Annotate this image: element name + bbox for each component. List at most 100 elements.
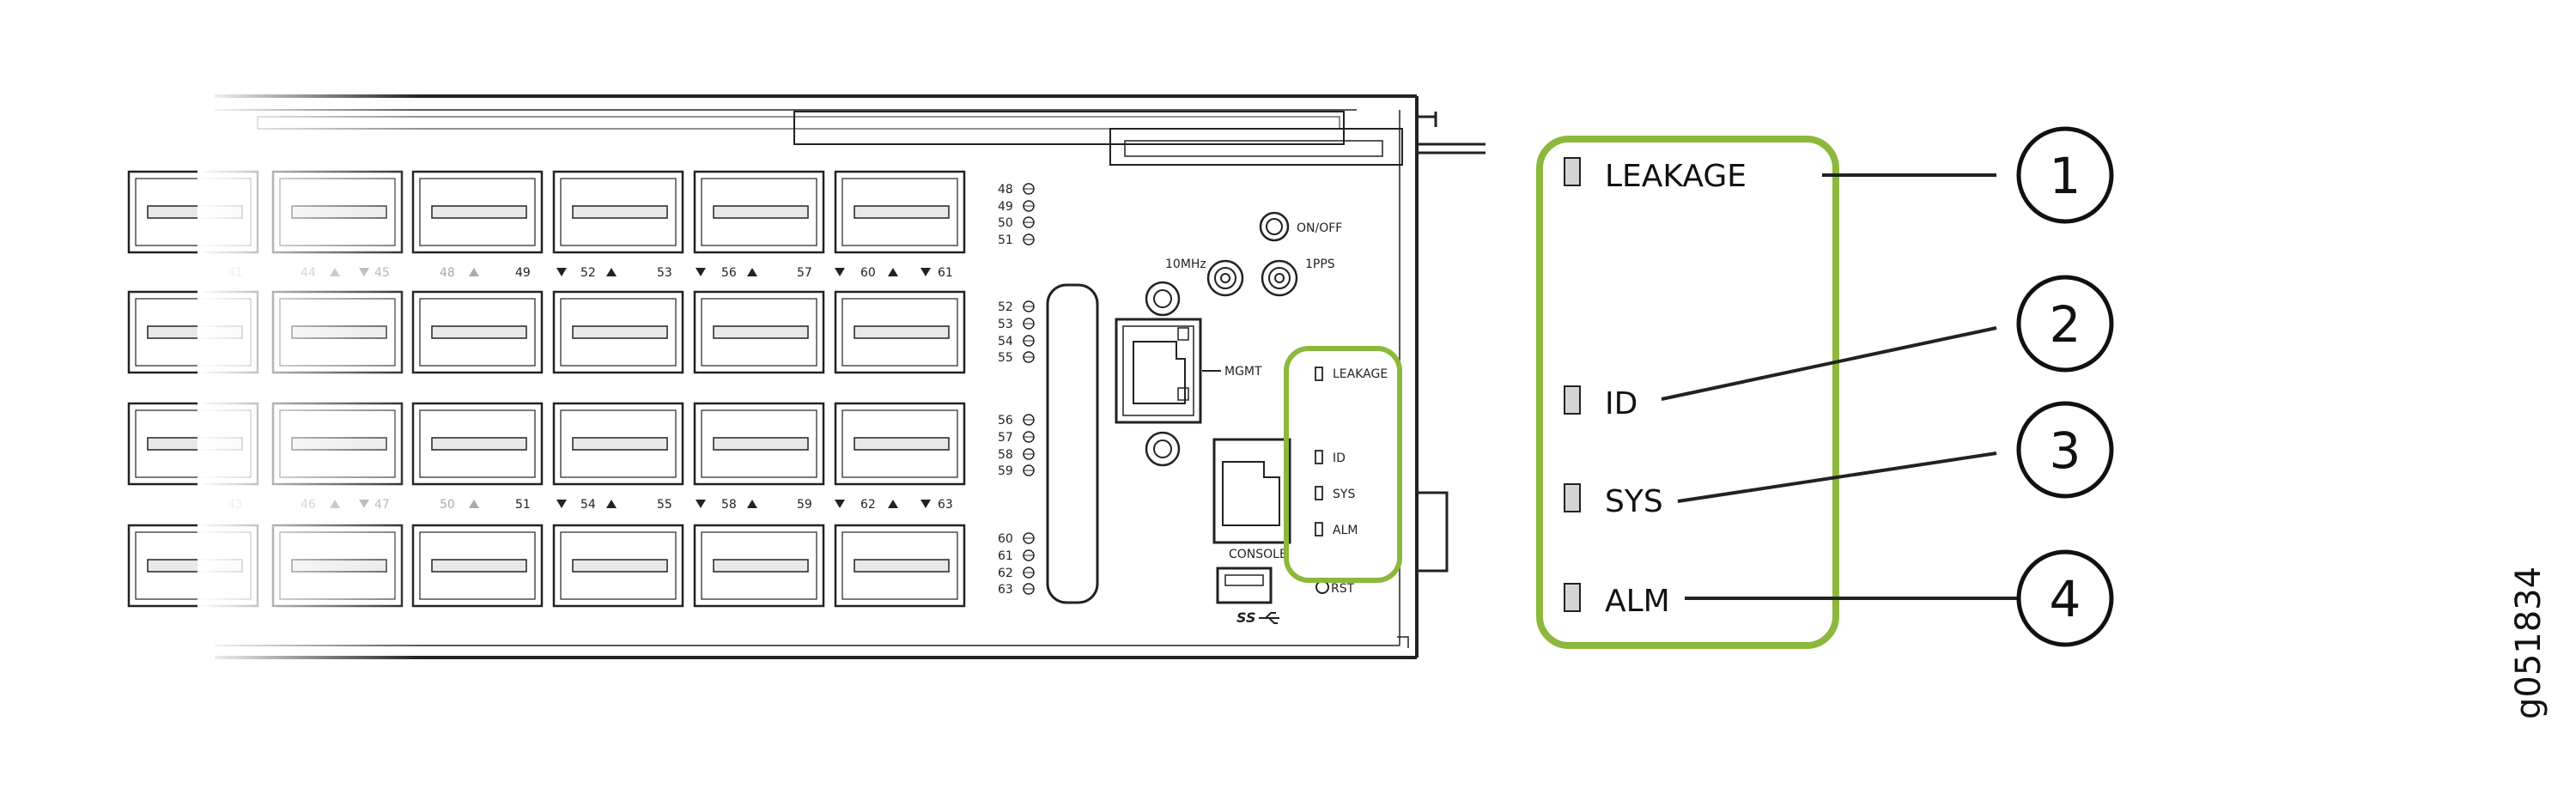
screw: [1145, 431, 1181, 467]
up-arrow-icon: [606, 268, 617, 276]
port-led: [1023, 183, 1035, 195]
led-number: 54: [998, 335, 1013, 349]
cage-outer: [834, 290, 966, 374]
top-rail: [257, 111, 1485, 166]
led-number: 62: [998, 567, 1013, 580]
port-led: [1023, 567, 1035, 579]
cage-slot: [572, 559, 668, 573]
port-led-group: 56 57 58 59: [998, 414, 1013, 478]
qsfp-cage: [552, 170, 684, 254]
led-number: 51: [998, 233, 1013, 247]
cage-slot: [713, 205, 809, 219]
led-number: 52: [998, 300, 1013, 314]
led-number: 49: [998, 200, 1013, 214]
port-label: 63: [938, 498, 953, 512]
small-led-label-id: ID: [1333, 452, 1346, 465]
port-label: 48: [440, 266, 455, 280]
port-led: [1023, 233, 1035, 245]
small-led-label-alm: ALM: [1333, 524, 1358, 537]
led-number: 56: [998, 414, 1013, 427]
small-led: [1315, 522, 1323, 536]
qsfp-cage: [552, 524, 684, 608]
port-led: [1023, 549, 1035, 561]
port-led: [1023, 318, 1035, 330]
vertical-slot: [1046, 283, 1099, 604]
up-arrow-icon: [606, 500, 617, 508]
port-label: 62: [860, 498, 876, 512]
port-led: [1023, 431, 1035, 443]
up-arrow-icon: [888, 268, 898, 276]
cage-outer: [552, 402, 684, 486]
callout-label-id: ID: [1605, 386, 1637, 421]
qsfp-cage: [552, 402, 684, 486]
up-arrow-icon: [888, 500, 898, 508]
down-arrow-icon: [556, 500, 567, 508]
led-number: 61: [998, 549, 1013, 563]
qsfp-cage: [834, 402, 966, 486]
small-led-label-leakage: LEAKAGE: [1333, 367, 1388, 381]
callout-led-id: [1564, 385, 1581, 415]
port-label: 59: [797, 498, 812, 512]
led-number: 48: [998, 183, 1013, 197]
up-arrow-icon: [747, 268, 757, 276]
small-led: [1315, 486, 1323, 500]
port-led: [1023, 414, 1035, 426]
qsfp-cage: [552, 290, 684, 374]
cage-inner: [560, 531, 677, 600]
port-led-indicators: [1023, 183, 1035, 595]
cage-slot: [431, 325, 527, 339]
port-led: [1023, 464, 1035, 476]
port-label: 57: [797, 266, 812, 280]
cage-inner: [841, 531, 958, 600]
usb-port: [1216, 567, 1273, 604]
port-led: [1023, 200, 1035, 212]
up-arrow-icon: [747, 500, 757, 508]
qsfp-cage: [693, 402, 825, 486]
port-led: [1023, 300, 1035, 312]
up-arrow-icon: [469, 268, 479, 276]
led-number: 57: [998, 431, 1013, 445]
10mhz-connector: [1206, 259, 1244, 297]
cage-inner: [701, 298, 817, 367]
callout-label-alm: ALM: [1605, 584, 1670, 619]
led-number: 58: [998, 448, 1013, 462]
cage-slot: [431, 205, 527, 219]
cage-slot: [713, 437, 809, 451]
on-off-label: ON/OFF: [1297, 221, 1342, 235]
callout-number-4: 4: [2016, 549, 2114, 647]
down-arrow-icon: [920, 500, 931, 508]
qsfp-cage: [693, 524, 825, 608]
port-led-group: 52 53 54 55: [998, 300, 1013, 365]
side-bracket: [1397, 491, 1449, 648]
cage-slot: [713, 325, 809, 339]
down-arrow-icon: [835, 268, 845, 276]
port-led-group: 48 49 50 51: [998, 183, 1013, 247]
cage-inner: [841, 298, 958, 367]
port-label: 50: [440, 498, 455, 512]
port-label: 51: [515, 498, 531, 512]
cage-inner: [701, 409, 817, 478]
qsfp-cage: [834, 170, 966, 254]
cage-slot: [431, 559, 527, 573]
console-label: CONSOLE: [1229, 548, 1287, 561]
port-label: 61: [938, 266, 953, 280]
callout-led-alm: [1564, 583, 1581, 612]
down-arrow-icon: [835, 500, 845, 508]
small-led: [1315, 450, 1323, 464]
callout-number-2: 2: [2016, 275, 2114, 373]
led-number: 55: [998, 351, 1013, 365]
callout-led-leakage: [1564, 157, 1581, 186]
down-arrow-icon: [696, 268, 706, 276]
port-led-group: 60 61 62 63: [998, 532, 1013, 597]
usb-trident-icon: [1259, 612, 1279, 624]
led-number: 50: [998, 216, 1013, 230]
cage-inner: [841, 178, 958, 246]
up-arrow-icon: [469, 500, 479, 508]
callout-box: [1536, 136, 1839, 649]
port-label: 54: [580, 498, 596, 512]
cage-outer: [834, 170, 966, 254]
led-number: 60: [998, 532, 1013, 546]
cage-outer: [693, 170, 825, 254]
qsfp-cage: [834, 290, 966, 374]
